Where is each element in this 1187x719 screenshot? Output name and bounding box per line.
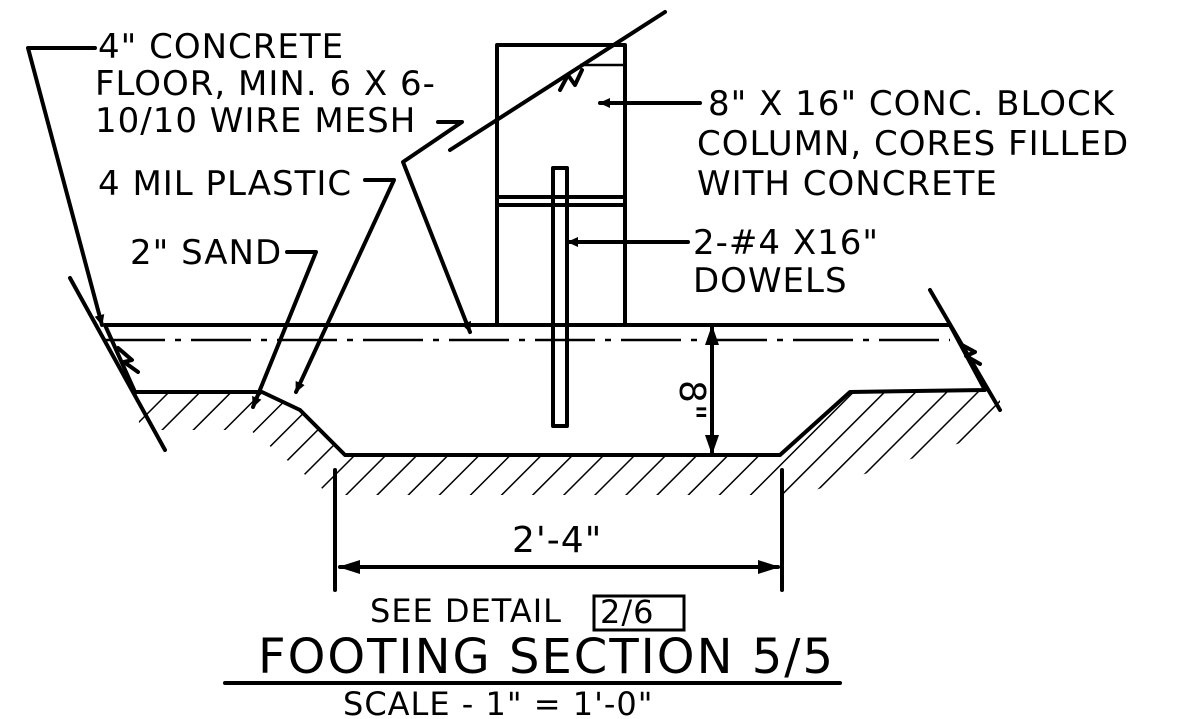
detail-ref-box: [592, 594, 686, 632]
note-block-line2: COLUMN, CORES FILLED: [697, 124, 1129, 164]
leader-floor: [26, 46, 105, 327]
break-line-left: [68, 276, 167, 452]
note-block-line1: 8" X 16" CONC. BLOCK: [708, 84, 1116, 124]
note-plastic: 4 MIL PLASTIC: [98, 164, 352, 204]
block-column: [495, 43, 627, 327]
leader-plastic: [294, 178, 396, 394]
break-mark-top: [558, 68, 584, 92]
depth-arrow: [705, 435, 719, 455]
width-arrow: [758, 560, 780, 574]
depth-arrow: [705, 325, 719, 345]
note-floor-line2: FLOOR, MIN. 6 X 6-: [95, 64, 436, 104]
detail-ref: 2/6: [600, 593, 655, 631]
see-detail-label: SEE DETAIL: [370, 592, 562, 630]
note-dowels-line1: 2-#4 X16": [693, 223, 879, 263]
break-mark-right: [960, 343, 982, 366]
note-block-line3: WITH CONCRETE: [697, 164, 998, 204]
break-mark-left: [116, 346, 140, 374]
note-floor-line3: 10/10 WIRE MESH: [95, 101, 416, 141]
break-line-top: [448, 10, 667, 152]
dowel-bar: [551, 166, 569, 428]
depth-label: 8": [671, 380, 712, 421]
note-sand: 2" SAND: [130, 233, 282, 273]
note-dowels-line2: DOWELS: [693, 261, 848, 301]
leader-wire-mesh: [401, 120, 472, 334]
note-floor-line1: 4" CONCRETE: [98, 27, 344, 67]
break-line-right: [928, 288, 1002, 412]
drawing-title: FOOTING SECTION 5/5: [258, 629, 835, 685]
width-label: 2'-4": [512, 520, 602, 561]
width-arrow: [338, 560, 360, 574]
leader-sand: [251, 250, 318, 409]
scale-label: SCALE - 1" = 1'-0": [343, 685, 654, 719]
